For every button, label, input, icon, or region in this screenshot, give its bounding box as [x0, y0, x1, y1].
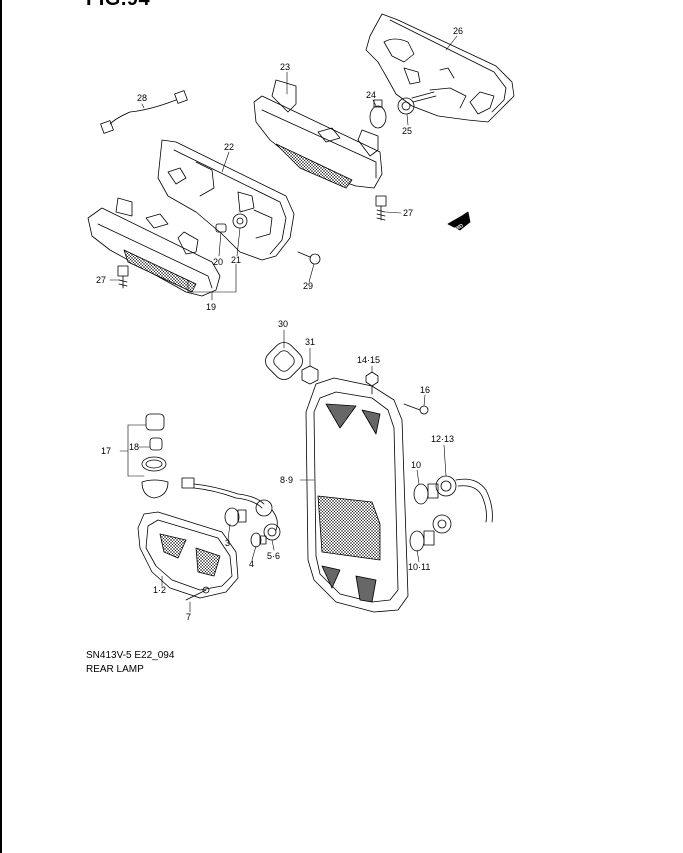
- callout-27-lower: 27: [96, 275, 106, 285]
- part-28-wire-harness: [100, 90, 188, 134]
- callout-17: 17: [101, 446, 111, 456]
- part-3-wire-harness: [181, 477, 278, 531]
- part-17-cap: [145, 413, 165, 431]
- part-27-screw-upper: [375, 195, 387, 221]
- part-16-screw: [403, 403, 429, 415]
- part-18-bulb: [149, 437, 163, 451]
- part-4-bulb: [250, 532, 267, 548]
- callout-5-6: 5·6: [267, 551, 280, 561]
- frame-border: [0, 0, 2, 853]
- callout-8-9: 8·9: [280, 475, 293, 485]
- part-17-seal: [141, 456, 167, 472]
- part-25-socket: [397, 91, 437, 115]
- part-26-lamp-housing: [365, 13, 515, 123]
- part-3-bulb: [224, 507, 247, 527]
- callout-19: 19: [206, 302, 216, 312]
- part-23-high-mount-lamp: [253, 79, 383, 189]
- fwd-label: FWD: [452, 223, 465, 234]
- callout-22: 22: [224, 142, 234, 152]
- callout-14-15: 14·15: [357, 355, 380, 365]
- callout-20: 20: [213, 257, 223, 267]
- part-7-screw: [185, 586, 210, 601]
- leader-lines: [109, 35, 458, 613]
- callout-23: 23: [280, 62, 290, 72]
- callout-30: 30: [278, 319, 288, 329]
- callout-1-2: 1·2: [153, 585, 166, 595]
- part-10-bulb-upper: [413, 483, 439, 505]
- diagram-code: SN413V-5 E22_094: [86, 650, 175, 661]
- callout-24: 24: [366, 90, 376, 100]
- fwd-arrow-icon: [447, 211, 471, 231]
- callout-18: 18: [129, 442, 139, 452]
- part-24-bulb: [369, 99, 387, 129]
- part-14-15-screw: [365, 371, 379, 395]
- part-19-lower-lamp: [87, 197, 221, 297]
- callout-10-upper: 10: [411, 460, 421, 470]
- callout-12-13: 12·13: [431, 434, 454, 444]
- part-10-11-bulb-lower: [409, 514, 452, 552]
- part-20-bulb: [215, 223, 227, 233]
- part-21-socket: [232, 213, 248, 229]
- diagram-caption: REAR LAMP: [86, 664, 144, 675]
- callout-28: 28: [137, 93, 147, 103]
- callout-16: 16: [420, 385, 430, 395]
- part-29-clip: [297, 251, 321, 265]
- callout-4: 4: [249, 559, 254, 569]
- callout-29: 29: [303, 281, 313, 291]
- callout-26: 26: [453, 26, 463, 36]
- part-27-screw-lower: [117, 265, 129, 289]
- callout-3: 3: [225, 538, 230, 548]
- callout-10-11: 10·11: [408, 562, 430, 572]
- callout-25: 25: [402, 126, 412, 136]
- part-1-2-rear-fog-lamp: [137, 511, 239, 599]
- callout-labels: 26 23 24 25 22 28 27 21 20 19 27 29 30 3…: [96, 26, 465, 622]
- part-31-nut: [301, 365, 319, 385]
- callout-21: 21: [231, 255, 241, 265]
- part-30-gasket: [265, 342, 303, 380]
- figure-title: FIG.94: [86, 0, 150, 11]
- callout-7: 7: [186, 612, 191, 622]
- callout-27-upper: 27: [403, 208, 413, 218]
- part-8-9-rear-combination-lamp: [305, 377, 409, 613]
- callout-31: 31: [305, 337, 315, 347]
- part-22-lamp-cover: [157, 139, 295, 261]
- part-17-lens-cap: [141, 479, 169, 499]
